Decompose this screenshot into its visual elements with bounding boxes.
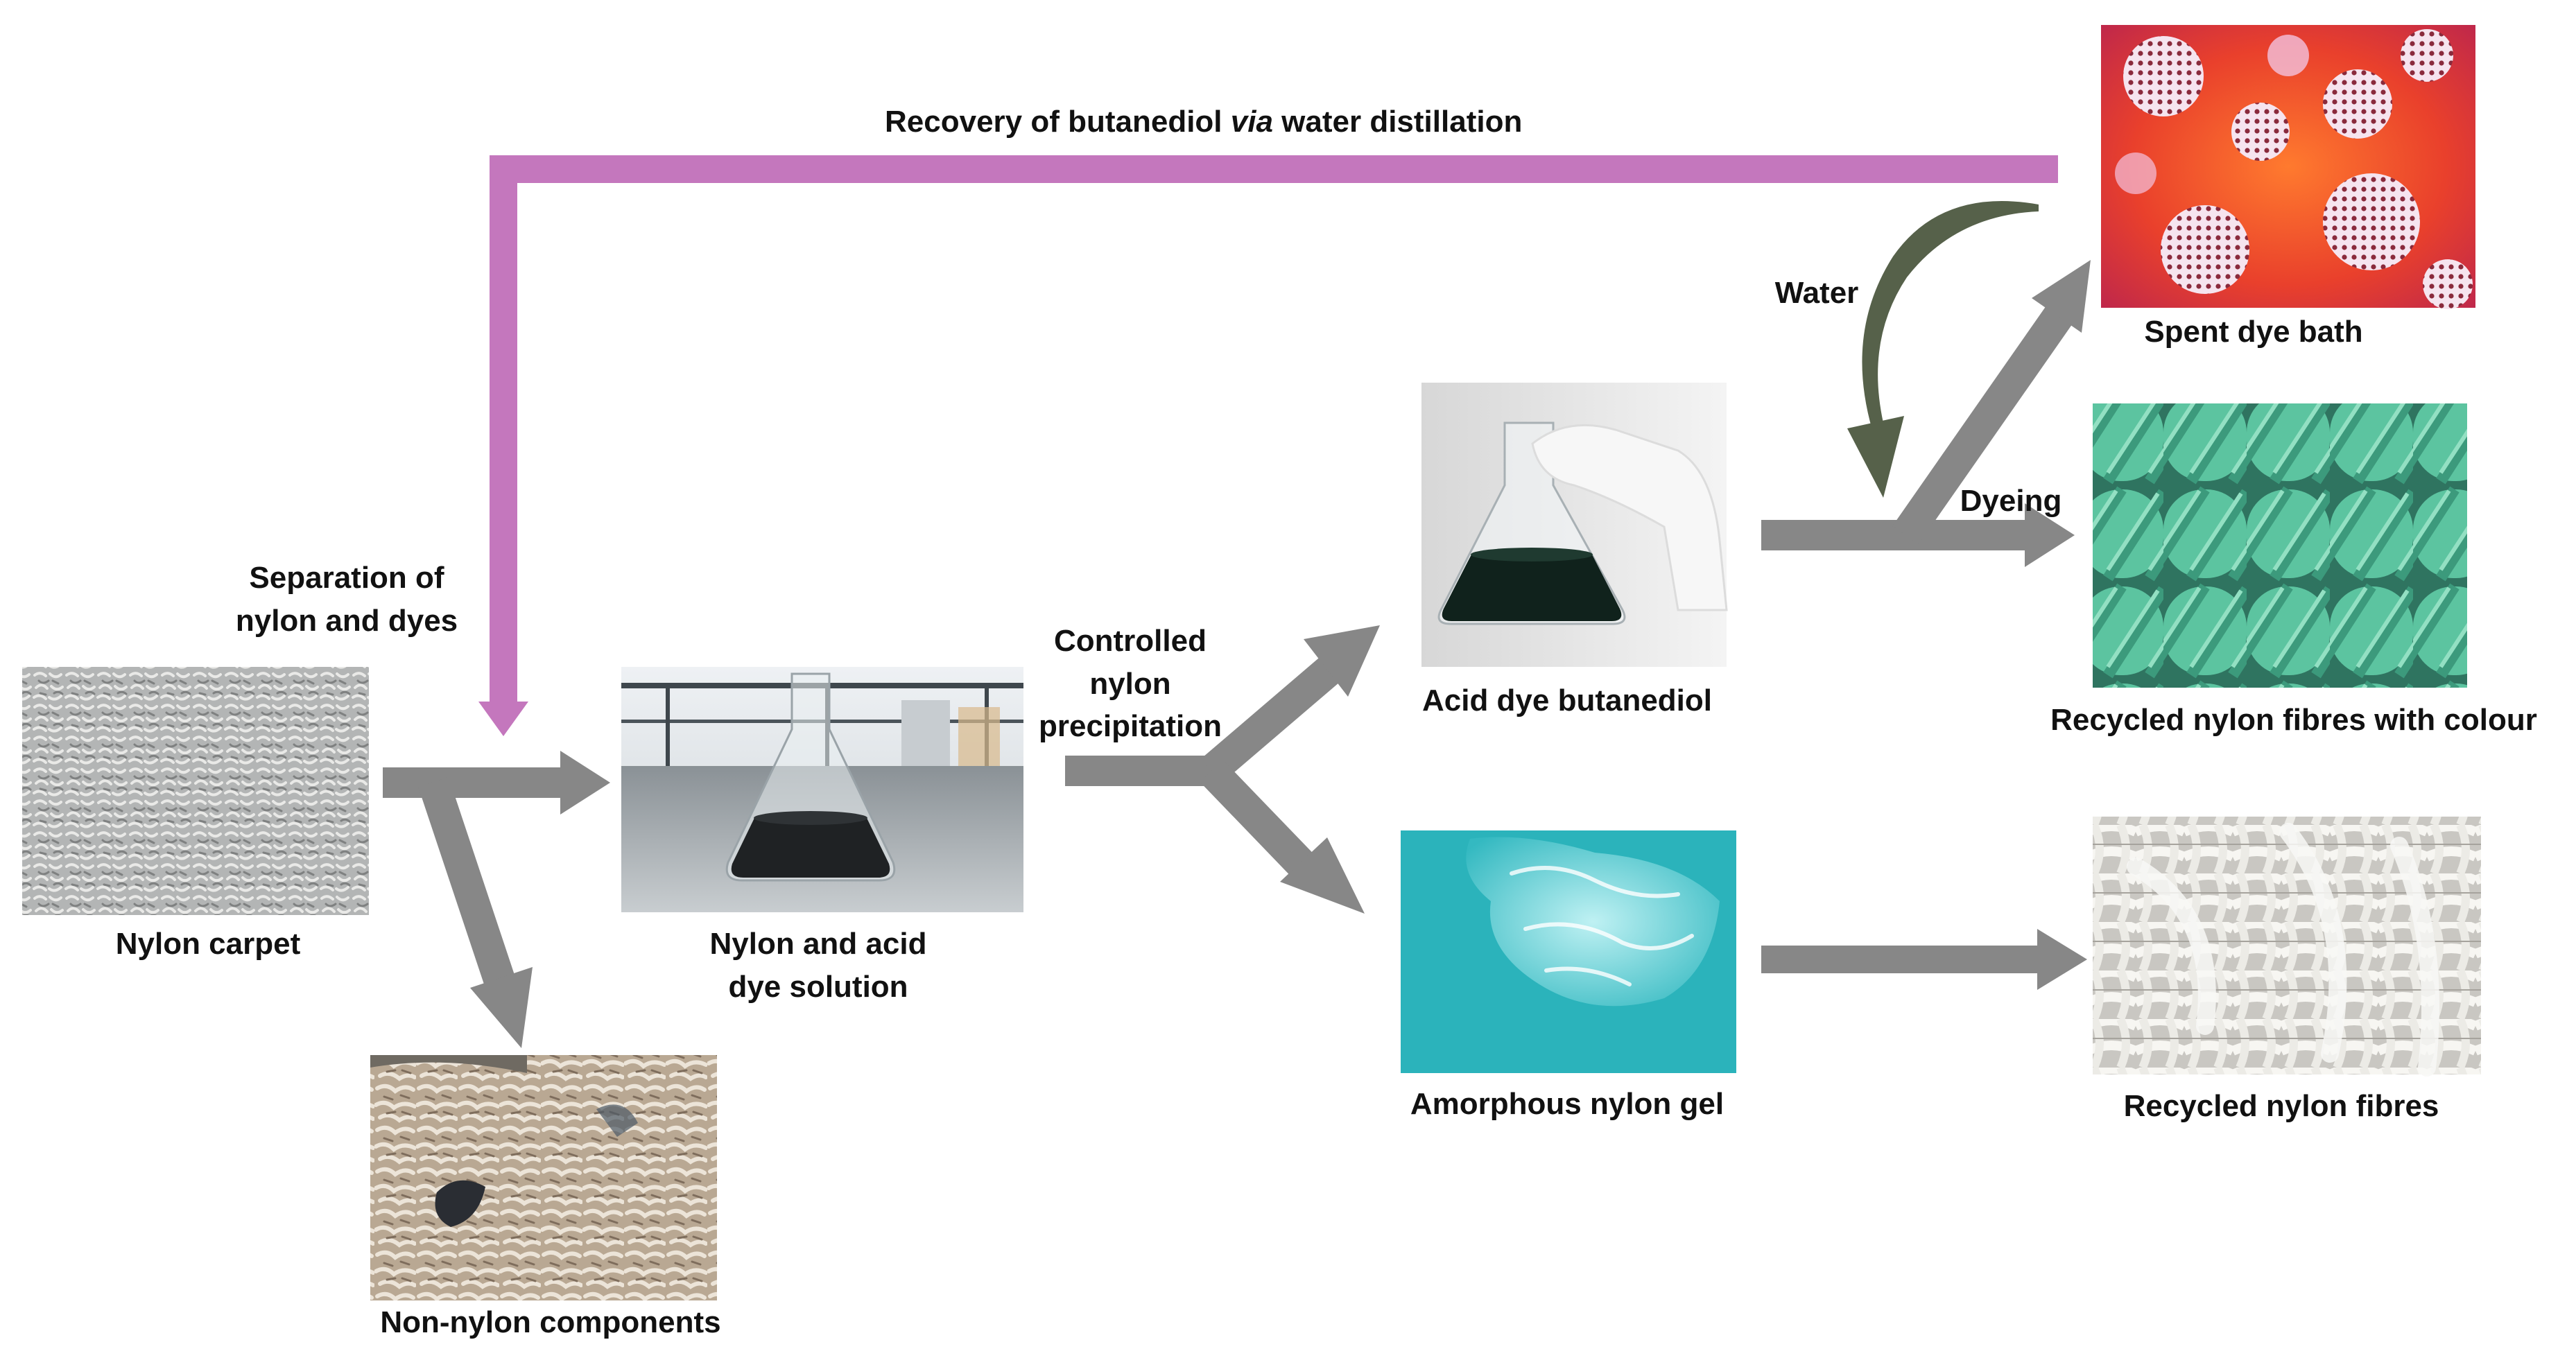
precipitation-stem [1065, 756, 1221, 786]
coloured-fibres-photo [2093, 403, 2467, 688]
controlled-precipitation-label: Controlled nylon precipitation [1019, 620, 1241, 748]
recycled-colour-label: Recycled nylon fibres with colour [2050, 703, 2537, 737]
spent-dye-bath-label: Spent dye bath [2144, 315, 2363, 349]
recycled-fibres-photo [2093, 817, 2481, 1077]
controlled-label-line1: Controlled [1054, 624, 1207, 658]
gel-to-fibres-arrow [1761, 929, 2087, 990]
recycled-fibres-label: Recycled nylon fibres [2123, 1089, 2439, 1123]
precipitation-up-arrow [1201, 625, 1380, 783]
dye-solution-label-line1: Nylon and acid [709, 927, 927, 961]
spent-dye-bath-photo [2101, 25, 2475, 309]
dye-solution-label: Nylon and acid dye solution [673, 923, 964, 1008]
separation-arrow [383, 751, 610, 815]
dyeing-label: Dyeing [1960, 484, 2062, 518]
recovery-arrow [478, 155, 2058, 736]
controlled-label-line2: nylon [1089, 666, 1171, 701]
water-label: Water [1774, 276, 1859, 310]
non-nylon-branch-arrow [418, 776, 533, 1048]
separation-label-line1: Separation of [249, 561, 444, 595]
dye-solution-label-line2: dye solution [728, 969, 908, 1004]
controlled-label-line3: precipitation [1038, 709, 1222, 744]
non-nylon-components-photo [370, 1055, 717, 1300]
amorphous-gel-photo [1401, 830, 1736, 1073]
nylon-carpet-label: Nylon carpet [115, 927, 301, 961]
separation-label-line2: nylon and dyes [235, 603, 458, 638]
acid-dye-butanediol-label: Acid dye butanediol [1421, 684, 1713, 717]
non-nylon-label: Non-nylon components [380, 1305, 721, 1339]
recovery-label: Recovery of butanediol via water distill… [885, 105, 1523, 139]
dye-solution-flask-photo [621, 667, 1023, 912]
spent-dye-bath-arrow [1892, 260, 2091, 545]
amorphous-gel-label: Amorphous nylon gel [1410, 1087, 1724, 1121]
precipitation-down-arrow [1200, 760, 1365, 914]
acid-dye-butanediol-flask-photo [1421, 383, 1728, 667]
water-arrow [1847, 201, 2039, 498]
nylon-carpet-photo [22, 667, 369, 915]
recovery-label-via: via [1230, 105, 1273, 139]
separation-label: Separation of nylon and dyes [222, 557, 472, 642]
